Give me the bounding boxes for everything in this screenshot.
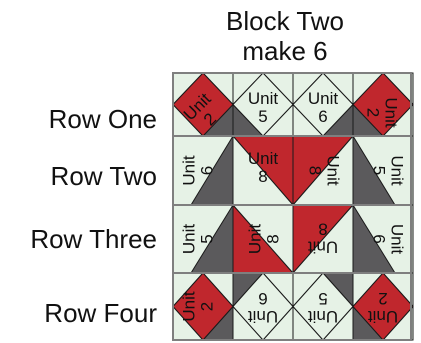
quilt-unit: Unit2 [173, 273, 233, 340]
quilt-unit: Unit6 [233, 273, 293, 340]
quilt-unit: Unit5 [293, 273, 353, 340]
quilt-unit: Unit6 [173, 136, 233, 205]
quilt-unit: Unit2 [353, 73, 413, 136]
quilt-unit: Unit8 [293, 205, 353, 273]
quilt-unit: Unit2 [353, 273, 413, 340]
quilt-unit: Unit2 [173, 73, 233, 137]
quilt-unit: Unit5 [353, 136, 413, 205]
quilt-unit: Unit5 [173, 205, 233, 273]
quilt-unit: Unit6 [353, 205, 413, 273]
quilt-unit: Unit8 [233, 205, 293, 273]
quilt-unit: Unit8 [293, 136, 353, 205]
